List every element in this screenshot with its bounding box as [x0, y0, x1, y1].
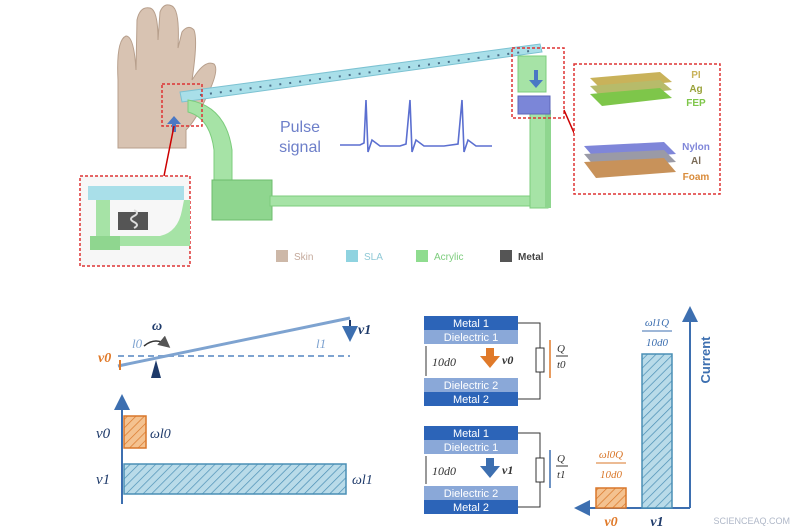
stack-top: Metal 1 Dielectric 1 Dielectric 2 Metal …	[424, 316, 568, 406]
bar-v1-den: 10d0	[646, 337, 669, 349]
sla-beam	[179, 43, 543, 103]
sensor-pad	[517, 95, 551, 115]
highlight-box-right	[511, 47, 565, 119]
legend-label: SLA	[364, 252, 383, 263]
stack-layer-label: Metal 1	[453, 428, 489, 440]
bar-v0-num: ωl0Q	[599, 449, 623, 461]
legend-swatch-sla	[346, 250, 358, 262]
current-axis-label: Current	[698, 336, 713, 384]
stack-layer-label: Dielectric 2	[444, 380, 498, 392]
legend-label: Acrylic	[434, 252, 463, 263]
legend-label: Skin	[294, 252, 313, 263]
inset-spring-detail	[79, 175, 191, 267]
stack-layer-label: Dielectric 1	[444, 332, 498, 344]
current-bar-v1	[641, 353, 673, 509]
velocity-label: v1	[502, 463, 513, 477]
pulse-waveform	[340, 99, 492, 153]
layer-labels-bottom: Nylon Al Foam	[682, 142, 710, 183]
bar-v1-value: ωl1	[352, 473, 373, 488]
omega-label: ω	[152, 319, 162, 334]
charge-den: t1	[557, 469, 566, 481]
gap-label: 10d0	[432, 355, 456, 369]
x-label-v0: v0	[604, 515, 617, 530]
stack-layer-label: Metal 2	[453, 502, 489, 514]
charge-num: Q	[557, 343, 565, 355]
bar-v0-den: 10d0	[600, 469, 623, 481]
layer-label: Foam	[683, 172, 710, 183]
pulse-label-line2: signal	[279, 139, 321, 156]
legend-label: Metal	[518, 252, 544, 263]
v1-label: v1	[358, 323, 371, 338]
bar-v1	[123, 463, 347, 495]
watermark: SCIENCEAQ.COM	[713, 516, 790, 526]
layer-label: Ag	[689, 84, 702, 95]
bars-v1-label: v1	[96, 472, 110, 488]
legend-swatch-skin	[276, 250, 288, 262]
charge-num: Q	[557, 453, 565, 465]
velocity-bars: v0 v1 ωl0 ωl1	[96, 394, 373, 504]
bar-v0	[123, 415, 147, 449]
current-bar-v0	[595, 487, 627, 509]
bars-v0-label: v0	[96, 426, 111, 442]
charge-den: t0	[557, 359, 566, 371]
legend-swatch-metal	[500, 250, 512, 262]
l1-label: l1	[316, 336, 326, 351]
layer-labels-top: PI Ag FEP	[686, 70, 706, 109]
stack-layer-label: Dielectric 2	[444, 488, 498, 500]
up-arrow-icon	[167, 116, 181, 132]
layer-label: FEP	[686, 98, 706, 109]
gap-label: 10d0	[432, 464, 456, 478]
stack-bottom: Metal 1 Dielectric 1 Dielectric 2 Metal …	[424, 426, 568, 514]
bar-v1-num: ωl1Q	[645, 317, 669, 329]
stack-layer-label: Metal 1	[453, 318, 489, 330]
pivot-icon	[151, 360, 161, 378]
lever-diagram: ω v0 v1 l0 l1	[98, 316, 371, 378]
layer-label: Nylon	[682, 142, 710, 153]
acrylic-frame	[187, 55, 551, 221]
bar-v0-value: ωl0	[150, 427, 171, 442]
inset-layers	[573, 63, 721, 195]
pulse-label-line1: Pulse	[280, 119, 320, 136]
device-illustration	[79, 4, 721, 267]
l0-label: l0	[132, 336, 143, 351]
layer-label: Al	[691, 156, 701, 167]
legend-swatch-acrylic	[416, 250, 428, 262]
down-arrow-icon	[529, 70, 543, 88]
material-legend: Skin SLA Acrylic Metal	[276, 250, 544, 263]
layer-label: PI	[691, 70, 701, 81]
velocity-label: v0	[502, 353, 513, 367]
stack-layer-label: Metal 2	[453, 394, 489, 406]
current-chart: Current ωl0Q 10d0 ωl1Q 10d0 v0 v1	[574, 306, 713, 530]
highlight-box-left	[161, 83, 203, 127]
v0-label: v0	[98, 351, 111, 366]
x-label-v1: v1	[650, 515, 663, 530]
stack-layer-label: Dielectric 1	[444, 442, 498, 454]
